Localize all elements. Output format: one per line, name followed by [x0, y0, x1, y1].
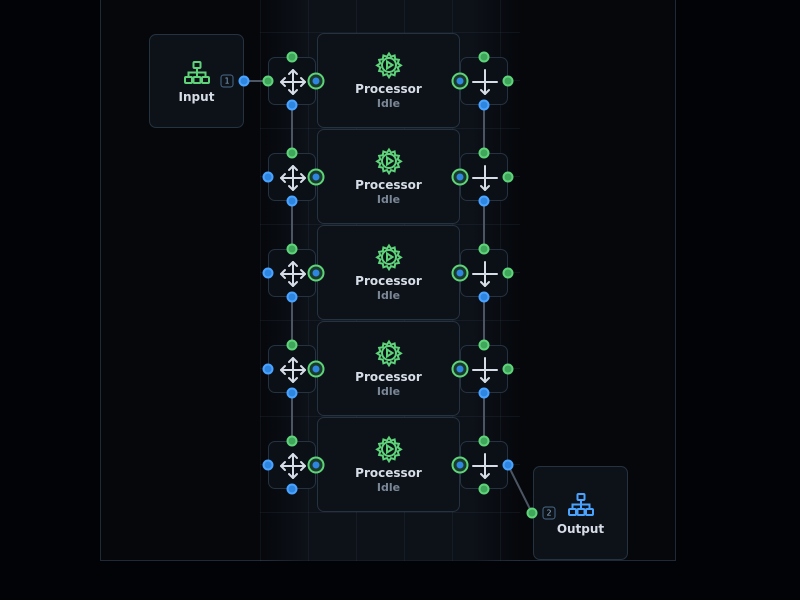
processor-out-port[interactable] [451, 360, 469, 378]
processor-in-port[interactable] [307, 360, 325, 378]
hub-top-port[interactable] [286, 147, 298, 159]
processor-title: Processor [355, 369, 422, 384]
hub-top-port[interactable] [286, 243, 298, 255]
hub-left-port[interactable] [262, 267, 274, 279]
hub-left-port[interactable] [262, 363, 274, 375]
wire-hub-to-output [507, 464, 533, 514]
split-arrows-icon [280, 261, 306, 287]
processor-in-port[interactable] [307, 456, 325, 474]
processor-out-port[interactable] [451, 72, 469, 90]
hub-top-port[interactable] [478, 435, 490, 447]
processor-out-port[interactable] [451, 168, 469, 186]
input-output-port[interactable] [238, 75, 250, 87]
gear-play-icon [374, 147, 403, 175]
hub-top-port[interactable] [478, 51, 490, 63]
processor-in-port[interactable] [307, 168, 325, 186]
hub-top-port[interactable] [286, 435, 298, 447]
hub-bottom-port[interactable] [478, 195, 490, 207]
output-input-port[interactable] [526, 507, 538, 519]
hub-bottom-port[interactable] [286, 195, 298, 207]
hub-right-port[interactable] [502, 75, 514, 87]
processor-in-port[interactable] [307, 264, 325, 282]
hub-right-port[interactable] [502, 459, 514, 471]
gear-play-icon [374, 51, 403, 79]
merge-arrows-icon [472, 261, 498, 287]
hub-left-port[interactable] [262, 75, 274, 87]
processor-status: Idle [376, 480, 401, 494]
processor-status: Idle [376, 288, 401, 302]
processor-in-port[interactable] [307, 72, 325, 90]
merge-arrows-icon [472, 69, 498, 95]
hub-top-port[interactable] [286, 339, 298, 351]
output-port-badge: 2 [542, 506, 556, 520]
merge-arrows-icon [472, 453, 498, 479]
processor-title: Processor [355, 273, 422, 288]
hub-left-port[interactable] [262, 171, 274, 183]
split-arrows-icon [280, 69, 306, 95]
processor-status: Idle [376, 192, 401, 206]
processor-out-port[interactable] [451, 456, 469, 474]
hub-right-port[interactable] [502, 363, 514, 375]
hub-bottom-port[interactable] [286, 99, 298, 111]
processor-out-port[interactable] [451, 264, 469, 282]
hub-top-port[interactable] [478, 339, 490, 351]
gear-play-icon [374, 339, 403, 367]
hub-bottom-port[interactable] [478, 483, 490, 495]
hub-top-port[interactable] [478, 243, 490, 255]
hub-top-port[interactable] [286, 51, 298, 63]
hub-bottom-port[interactable] [286, 291, 298, 303]
processor-title: Processor [355, 81, 422, 96]
output-node[interactable]: Output [533, 466, 628, 560]
hub-right-port[interactable] [502, 267, 514, 279]
hub-bottom-port[interactable] [478, 99, 490, 111]
processor-title: Processor [355, 465, 422, 480]
processor-status: Idle [376, 96, 401, 110]
split-arrows-icon [280, 165, 306, 191]
input-node[interactable]: Input [149, 34, 244, 128]
merge-arrows-icon [472, 165, 498, 191]
output-node-label: Output [556, 521, 605, 536]
gear-play-icon [374, 243, 403, 271]
sitemap-icon [567, 492, 594, 516]
processor-title: Processor [355, 177, 422, 192]
input-port-badge: 1 [220, 74, 234, 88]
split-arrows-icon [280, 357, 306, 383]
hub-bottom-port[interactable] [478, 387, 490, 399]
hub-left-port[interactable] [262, 459, 274, 471]
processor-status: Idle [376, 384, 401, 398]
hub-bottom-port[interactable] [286, 483, 298, 495]
hub-bottom-port[interactable] [478, 291, 490, 303]
split-arrows-icon [280, 453, 306, 479]
sitemap-icon [183, 60, 210, 84]
input-node-label: Input [178, 89, 215, 104]
hub-top-port[interactable] [478, 147, 490, 159]
hub-right-port[interactable] [502, 171, 514, 183]
gear-play-icon [374, 435, 403, 463]
hub-bottom-port[interactable] [286, 387, 298, 399]
merge-arrows-icon [472, 357, 498, 383]
